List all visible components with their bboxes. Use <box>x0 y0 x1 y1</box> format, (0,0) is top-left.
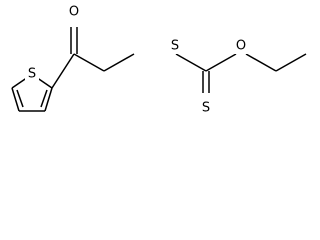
bond-c4-c5-inner <box>40 89 48 108</box>
bond-c2-c3 <box>11 87 20 112</box>
atom-label-thiophene-sulfur: S <box>28 67 36 82</box>
atom-labels: S O S O S <box>25 4 248 116</box>
bond-thiocarbonyl-oxygen <box>205 53 237 72</box>
bond-ring-carbonyl <box>51 53 75 89</box>
keto-chain <box>51 27 135 89</box>
atom-label-thione-sulfur: S <box>202 101 210 116</box>
bond-c4-c5 <box>44 87 53 112</box>
thiophene-ring <box>11 74 53 112</box>
xanthate-group <box>175 53 307 93</box>
bond-sulfur-thiocarbonyl <box>175 53 207 72</box>
bond-oxygen-ethyl-ch2 <box>245 53 277 72</box>
molecule-structure: S O S O S <box>11 4 307 116</box>
bond-ethyl-ch2-ch3 <box>275 53 307 72</box>
atom-label-carbonyl-oxygen: O <box>69 5 79 20</box>
bond-c2-c3-inner <box>16 89 24 108</box>
atom-label-ester-oxygen: O <box>236 39 246 54</box>
bond-methylene-sulfur <box>103 53 135 72</box>
atom-label-thioether-sulfur: S <box>171 39 179 54</box>
bond-carbonyl-methylene <box>73 53 105 72</box>
